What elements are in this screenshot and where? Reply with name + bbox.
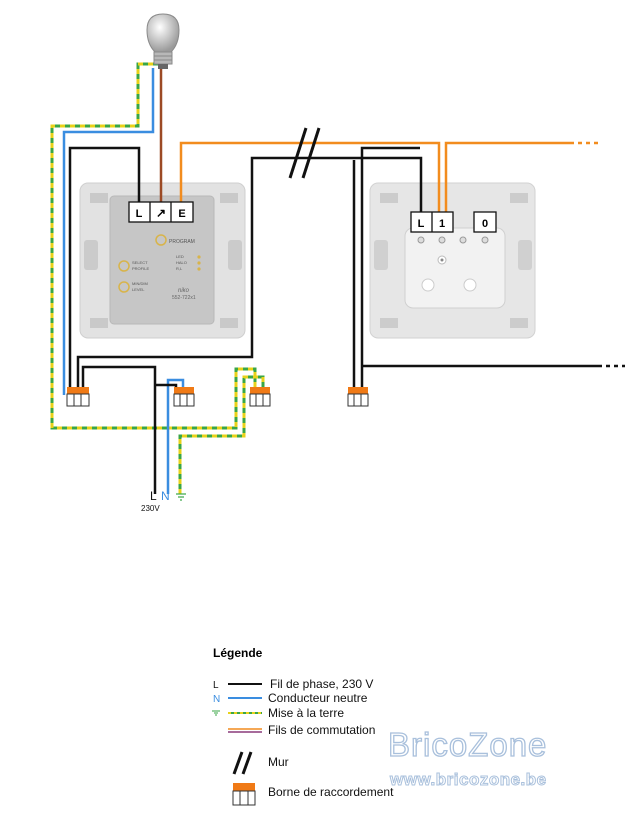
led-label-2: R,L	[176, 266, 183, 271]
wago-connector-earth	[249, 387, 271, 407]
switch-terminal-l: L	[418, 218, 425, 230]
legend-item-switching: Fils de commutation	[268, 723, 376, 737]
legend-item-phase: Fil de phase, 230 V	[270, 677, 374, 691]
program-label: PROGRAM	[169, 239, 195, 245]
legend-symbol-l: L	[213, 680, 219, 691]
watermark-brand: BricoZone	[387, 725, 548, 763]
svg-text:MIN/DIM: MIN/DIM	[132, 281, 148, 286]
switch-mounting-plate	[369, 182, 536, 339]
legend-title: Légende	[213, 646, 263, 660]
svg-text:PROFILE: PROFILE	[132, 266, 149, 271]
svg-text:SELECT: SELECT	[132, 260, 148, 265]
switch-terminal-block: L 1 0	[410, 211, 497, 244]
led-indicators: LED HALO R,L	[176, 254, 201, 271]
wall-symbol	[288, 127, 321, 179]
legend-item-wall: Mur	[268, 755, 289, 769]
legend-symbol-n: N	[213, 694, 220, 705]
dimmer-terminal-e: E	[178, 208, 185, 220]
led-label-1: HALO	[176, 260, 187, 265]
wago-connector-phase	[66, 387, 90, 407]
supply-neutral-label: N	[161, 489, 170, 503]
supply-labels: L N 230V	[141, 489, 186, 513]
phase-wires	[68, 146, 625, 494]
switch-terminal-1: 1	[439, 218, 445, 230]
supply-phase-label: L	[150, 489, 157, 503]
program-button	[155, 234, 167, 246]
dimmer-terminal-block: L ↗ E	[128, 201, 194, 223]
wago-connector-neutral	[173, 387, 195, 407]
switching-wires	[179, 141, 598, 214]
legend-item-neutral: Conducteur neutre	[268, 691, 368, 705]
light-bulb-icon	[146, 13, 180, 69]
earth-symbol-icon	[176, 493, 186, 501]
legend-item-earth: Mise à la terre	[268, 706, 345, 720]
watermark-url: www.bricozone.be	[390, 770, 547, 790]
select-profile-button	[118, 260, 130, 272]
dimmer-terminal-dim: ↗	[156, 206, 166, 220]
legend-wago-icon	[232, 783, 256, 806]
legend-wall-icon	[232, 751, 253, 775]
wago-connector-switch	[347, 387, 369, 407]
switch-terminal-0: 0	[482, 218, 488, 230]
led-label-0: LED	[176, 254, 184, 259]
legend-lines: L N	[212, 680, 262, 806]
supply-voltage-label: 230V	[141, 504, 160, 513]
dimmer-terminal-l: L	[136, 208, 143, 220]
legend-earth-icon	[212, 710, 220, 716]
min-level-button	[118, 281, 130, 293]
svg-text:LEVEL: LEVEL	[132, 287, 145, 292]
legend-item-wago: Borne de raccordement	[268, 785, 394, 799]
dimmer-brand: niko	[178, 288, 190, 294]
dimmer-model: 552-722x1	[172, 295, 196, 301]
